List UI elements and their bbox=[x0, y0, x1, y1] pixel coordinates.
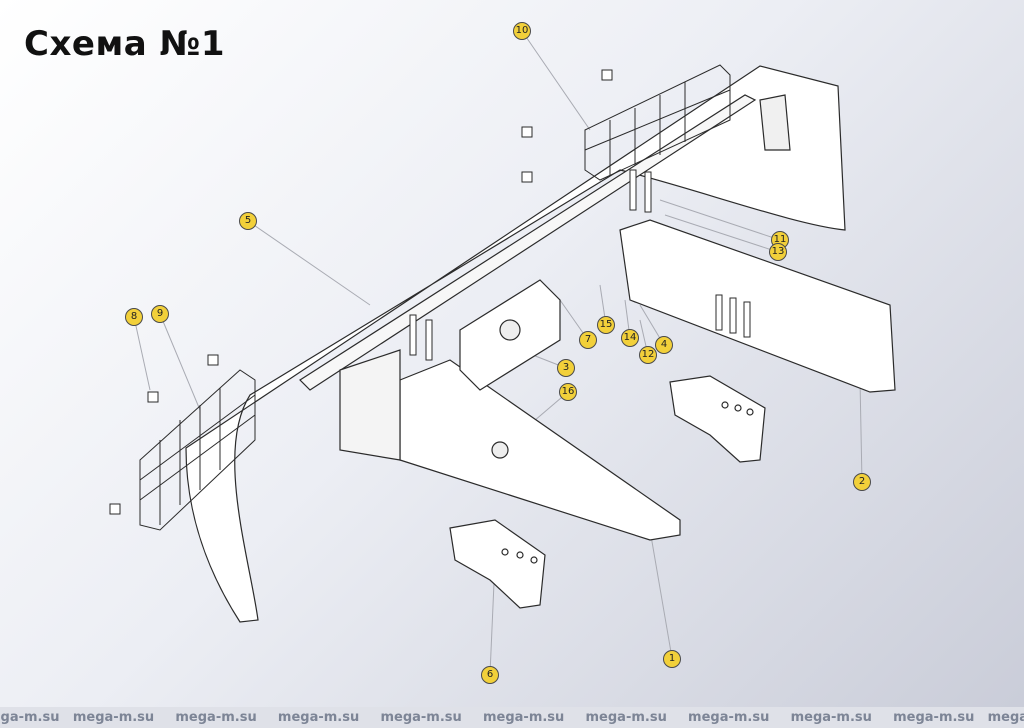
frame-rail-right bbox=[619, 219, 896, 393]
callout-12: 12 bbox=[639, 346, 657, 364]
watermark-text: mega-m.su bbox=[893, 710, 975, 725]
callout-1: 1 bbox=[663, 650, 681, 668]
callout-15: 15 bbox=[597, 316, 615, 334]
watermark-text: mega-m.su bbox=[175, 710, 257, 725]
page-title: Схема №1 bbox=[24, 24, 226, 64]
callout-10: 10 bbox=[513, 22, 531, 40]
callout-2: 2 bbox=[853, 473, 871, 491]
nuts bbox=[109, 69, 613, 515]
callout-7: 7 bbox=[579, 331, 597, 349]
watermark-text: mega-m.su bbox=[482, 710, 565, 725]
callout-14: 14 bbox=[621, 329, 639, 347]
watermark-text: mega-m.su bbox=[790, 710, 872, 725]
bracket-right bbox=[669, 375, 766, 463]
grill-right bbox=[584, 64, 731, 181]
watermark-strip: ga-m.su mega-m.su mega-m.su mega-m.su me… bbox=[0, 707, 1024, 728]
callout-4: 4 bbox=[655, 336, 673, 354]
callout-5: 5 bbox=[239, 212, 257, 230]
center-mount bbox=[459, 279, 561, 459]
bolts bbox=[409, 169, 751, 361]
watermark-text: mega-m bbox=[987, 710, 1024, 725]
callout-8: 8 bbox=[125, 308, 143, 326]
callout-13: 13 bbox=[769, 243, 787, 261]
watermark-text: mega-m.su bbox=[380, 710, 462, 725]
grill-left bbox=[139, 369, 256, 531]
bracket-lower bbox=[449, 519, 546, 609]
watermark-text: mega-m.su bbox=[585, 710, 667, 725]
watermark-text: mega-m.su bbox=[72, 710, 155, 725]
frame-rail-left bbox=[339, 349, 681, 541]
callout-6: 6 bbox=[481, 666, 499, 684]
callout-16: 16 bbox=[559, 383, 577, 401]
callout-3: 3 bbox=[557, 359, 575, 377]
watermark-text: ga-m.su bbox=[0, 710, 60, 725]
watermark-text: mega-m.su bbox=[277, 710, 360, 725]
callout-9: 9 bbox=[151, 305, 169, 323]
watermark-text: mega-m.su bbox=[688, 710, 770, 725]
